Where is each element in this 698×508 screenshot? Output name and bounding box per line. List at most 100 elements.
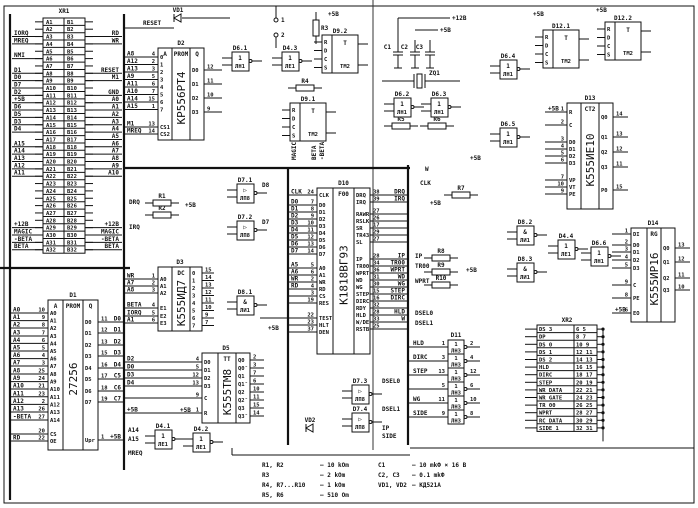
chip-d2 xyxy=(157,47,205,141)
xr1-left-signal: BETA xyxy=(14,243,29,250)
chip-d5 xyxy=(201,352,251,424)
pin-number: 2 xyxy=(42,399,45,405)
resistor-label: R7 xyxy=(457,185,465,192)
chip-pin-name: 7 xyxy=(192,324,195,330)
flipflop-ref: D12.1 xyxy=(552,23,570,30)
xr1-pin-b: B16 xyxy=(67,130,78,136)
xr1-pin-a: A20 xyxy=(46,160,56,166)
chip-pin-name: 0 xyxy=(192,271,195,277)
chip-pin-name: R xyxy=(569,110,573,116)
d11-ref: D11 xyxy=(451,332,462,339)
xr1-right-signal: A7 xyxy=(112,148,120,155)
chip-header-center: RG xyxy=(650,231,658,238)
xr1-left-signal: +5B xyxy=(14,96,25,103)
xr2-pins: 18 17 xyxy=(576,373,593,379)
gate-symbol: 1 xyxy=(454,412,458,418)
pin-number: 27 xyxy=(38,415,45,421)
xr1-left-signal: D1 xyxy=(14,67,22,74)
chip-type: K555ИЕ10 xyxy=(584,134,597,187)
chip-pin-name: D2 xyxy=(633,258,640,264)
xr1-right-signal: A1 xyxy=(112,104,120,111)
xr1-right-signal: GND xyxy=(108,89,119,96)
inversion-bubble xyxy=(574,247,579,251)
net-label: STEP xyxy=(413,368,428,375)
pin-number: 28 xyxy=(373,254,380,260)
net-label-w: W xyxy=(425,166,429,173)
xr1-pin-a: A19 xyxy=(46,152,56,158)
gate-type: ЛН3 xyxy=(451,405,461,411)
net-label-plus5-d12: +5B xyxy=(533,11,544,18)
gate-type: ЛЕ1 xyxy=(285,64,296,70)
diode-vd2 xyxy=(304,423,314,433)
chip-pin-name: A1 xyxy=(160,284,167,290)
chip-header-center: TT xyxy=(223,356,231,363)
pin-number: 39 xyxy=(373,197,380,203)
pin-number: 37 xyxy=(307,327,314,333)
pin-number: 13 xyxy=(148,122,155,128)
chip-pin-name: Upr xyxy=(85,438,96,444)
net-label: D6 xyxy=(291,241,299,248)
pin-number: 8 xyxy=(470,411,473,417)
pin-number: 8 xyxy=(625,293,628,299)
net-label-a14: A14 xyxy=(128,427,139,434)
chip-pin-name: A12 xyxy=(50,402,60,408)
net-label: D4 xyxy=(291,227,299,234)
flipflop-ref: D12.2 xyxy=(614,15,632,22)
pin-number: 1 xyxy=(561,107,565,113)
inversion-bubble xyxy=(463,401,468,405)
pin-number: 5 xyxy=(442,383,445,389)
net-label: A11 xyxy=(13,390,24,397)
pin-number: 27 xyxy=(373,209,380,215)
pin-number: 6 xyxy=(253,379,257,385)
gate-ref: D8.1 xyxy=(238,289,253,296)
flipflop-pin: S xyxy=(324,66,327,72)
chip-pin-name: DEN xyxy=(319,330,329,336)
xr1-pin-b: B25 xyxy=(67,196,77,202)
gate-type: ЛП8 xyxy=(240,233,250,239)
resistor-label: R8 xyxy=(437,248,445,255)
chip-ref: D1 xyxy=(69,292,77,299)
legend-value: – 510 Om xyxy=(320,492,349,499)
pin-number: 12 xyxy=(307,235,314,241)
chip-pin-name: D4 xyxy=(319,231,326,237)
xr1-pin-a: A12 xyxy=(46,101,56,107)
gate-type: ЛН1 xyxy=(434,110,445,116)
xr1-pin-a: A14 xyxy=(46,115,57,121)
chip-pin-name: Q2̄ xyxy=(238,398,248,404)
chip-pin-name: D4 xyxy=(85,366,92,372)
chip-pin-name: SL xyxy=(356,240,363,246)
pin-number: 4 xyxy=(311,284,315,290)
net-label: A0 xyxy=(13,307,21,314)
pin-number: 2 xyxy=(561,120,564,126)
pin-number: 8 xyxy=(311,207,314,213)
xr1-pin-a: A3 xyxy=(46,35,53,41)
net-label: +5B xyxy=(110,434,121,441)
chip-header-right: Q xyxy=(89,303,93,310)
net-label-dsel1: DSEL1 xyxy=(415,320,433,327)
resistor-r3 xyxy=(312,19,320,37)
chip-pin-name: WD xyxy=(356,278,363,284)
xr1-pin-a: A23 xyxy=(46,182,56,188)
gate-type: ЛЕ1 xyxy=(158,442,169,448)
chip-pin-name: IRQ xyxy=(356,200,367,206)
pin-number: 1 xyxy=(152,274,156,280)
chip-pin-name: VP xyxy=(569,178,576,184)
inversion-bubble xyxy=(209,440,214,444)
chip-type: KP556PT4 xyxy=(175,71,188,124)
chip-pin-name: D6 xyxy=(319,245,326,251)
pin-number: 36 xyxy=(373,268,380,274)
xr1-left-signal: NMI xyxy=(14,52,25,59)
pin-number: 15 xyxy=(148,97,155,103)
chip-d3 xyxy=(157,266,203,332)
xr1-left-signal: A12 xyxy=(14,162,25,169)
chip-pin-name: D1 xyxy=(85,331,92,337)
pin-number: 5 xyxy=(625,263,628,269)
net-label-plus5-d5: +5B xyxy=(180,407,191,414)
xr1-right-signal: A9 xyxy=(112,162,120,169)
xr1-pin-b: B13 xyxy=(67,108,77,114)
xr1-right-signal: M1 xyxy=(112,74,120,81)
xr1-pin-a: A11 xyxy=(46,93,57,99)
xr2-signal: DS 0 xyxy=(539,342,552,348)
flipflop-symbol: T xyxy=(343,40,347,47)
legend-parts: R3 xyxy=(262,472,270,479)
